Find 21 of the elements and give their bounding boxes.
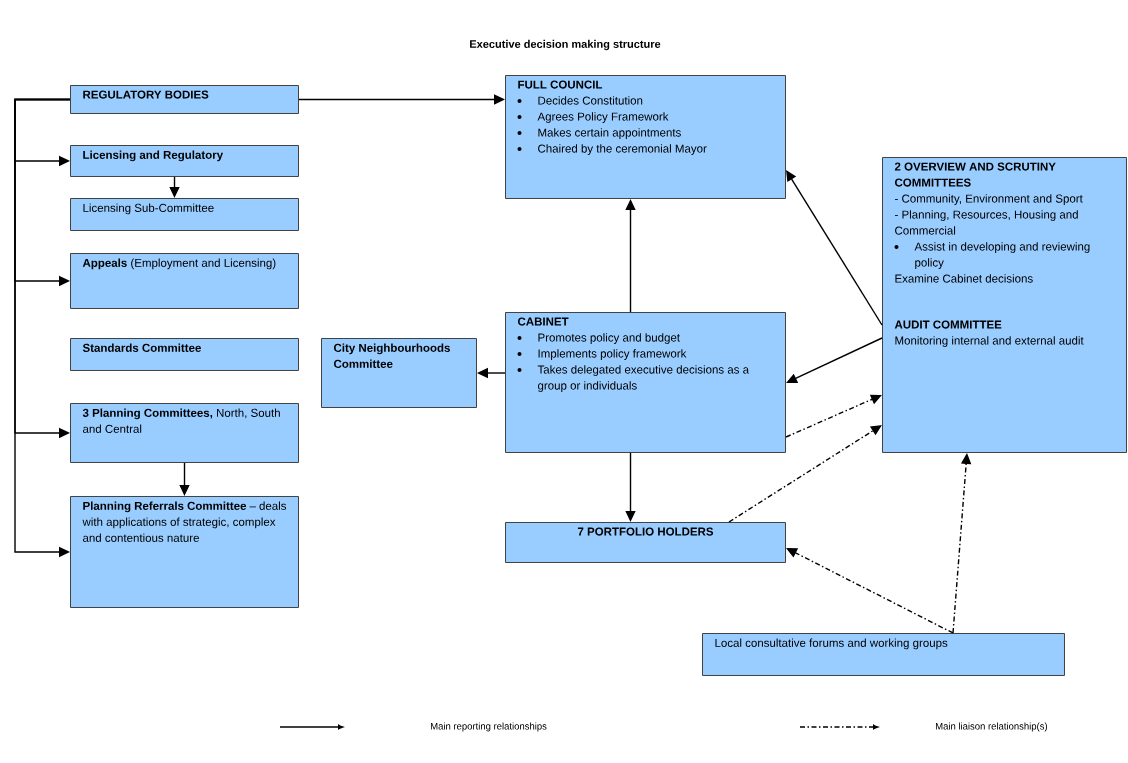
process-box: FULL COUNCIL Decides Constitution Agrees Policy Framework Makes certain appointments Chaired by the ceremonial Mayor (505, 75, 786, 199)
arrow (728, 425, 882, 523)
title: Executive decision making structure (470, 39, 661, 51)
process-box: Licensing and Regulatory (70, 145, 299, 177)
process-box: City Neighbourhoods Committee (321, 338, 477, 408)
process-box: CABINET Promotes policy and budget Implements policy framework Takes delegated executive decisions as a group or individuals (505, 312, 786, 453)
process-box: Planning Referrals Committee – deals with applications of strategic, complex and contentious nature (70, 496, 299, 608)
process-box: Appeals (Employment and Licensing) (70, 253, 299, 309)
arrow (786, 170, 883, 326)
process-box: Licensing Sub-Committee (70, 198, 299, 231)
process-box: Standards Committee (70, 338, 299, 371)
process-box: 7 PORTFOLIO HOLDERS (505, 522, 786, 563)
arrow (786, 548, 954, 634)
process-box: REGULATORY BODIES (70, 85, 299, 114)
process-box: Local consultative forums and working groups (702, 633, 1065, 676)
process-box: 2 OVERVIEW AND SCRUTINY COMMITTEES - Community, Environment and Sport - Planning, Resources, Housing and Commercial Assist in developing and reviewing policy Examine Cabinet decisions AUDIT COMMITTEE Monitoring internal and external audit (882, 157, 1127, 453)
arrow (785, 394, 882, 438)
legend-label: Main reporting relationships (431, 722, 547, 732)
arrow (786, 337, 883, 384)
process-box: 3 Planning Committees, North, South and Central (70, 403, 299, 463)
legend-label: Main liaison relationship(s) (936, 722, 1048, 732)
